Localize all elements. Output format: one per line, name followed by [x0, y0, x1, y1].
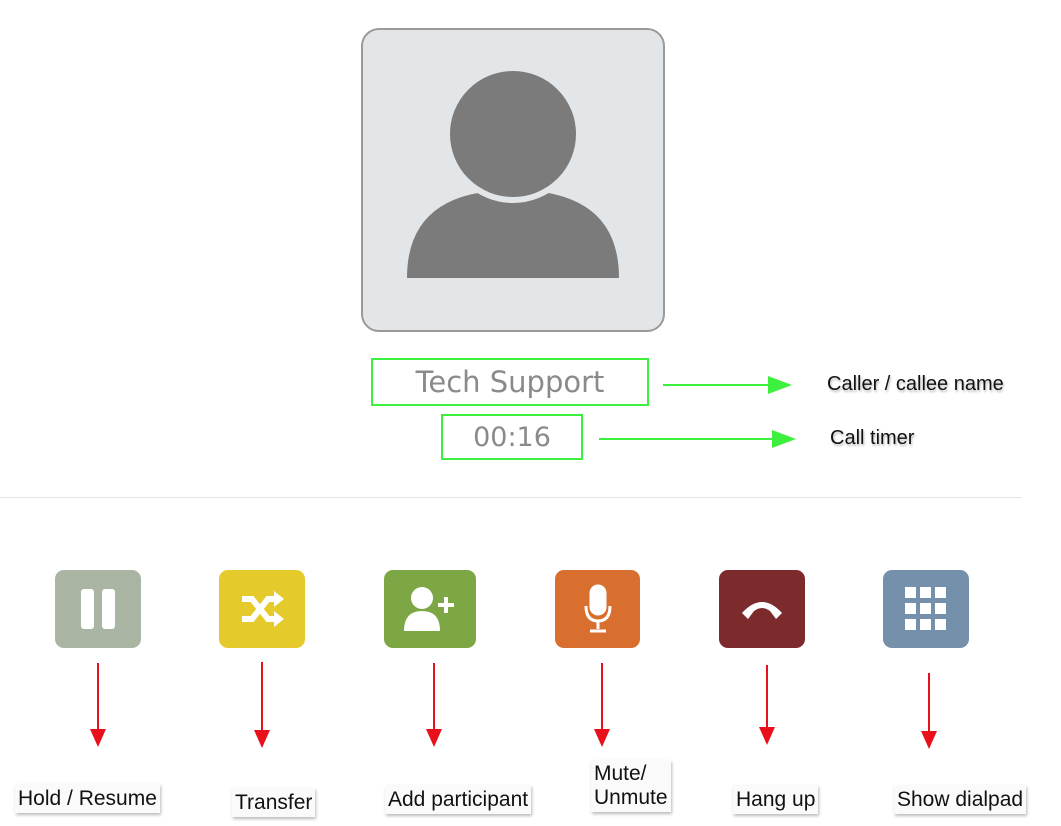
hangup-button[interactable]	[719, 570, 805, 648]
label-dialpad: Show dialpad	[894, 785, 1027, 815]
shuffle-icon	[242, 591, 284, 627]
red-arrow-hangup	[759, 665, 775, 745]
person-icon	[407, 65, 619, 278]
red-arrow-mute	[594, 663, 610, 747]
transfer-button[interactable]	[219, 570, 305, 648]
caller-avatar	[361, 28, 665, 332]
add-participant-button[interactable]	[384, 570, 476, 648]
phone-hangup-icon	[742, 602, 782, 619]
label-mute-line2: Unmute	[594, 786, 668, 810]
annotation-timer: Call timer	[830, 427, 915, 449]
pause-icon	[81, 589, 115, 629]
add-user-icon	[404, 587, 454, 631]
label-mute-line1: Mute/	[594, 762, 647, 785]
label-hold: Hold / Resume	[15, 784, 160, 814]
label-add: Add participant	[385, 785, 532, 815]
red-arrow-dialpad	[921, 673, 937, 749]
caller-name: Tech Support	[371, 358, 649, 406]
label-hangup: Hang up	[733, 785, 819, 815]
green-arrow-timer	[599, 430, 796, 448]
hold-button[interactable]	[55, 570, 141, 648]
dialpad-icon	[905, 587, 946, 630]
red-arrow-add	[426, 663, 442, 747]
microphone-icon	[584, 584, 611, 633]
green-arrow-name	[663, 376, 792, 394]
call-timer: 00:16	[441, 414, 583, 460]
red-arrow-transfer	[254, 662, 270, 748]
annotation-name: Caller / callee name	[827, 373, 1004, 395]
divider	[0, 497, 1022, 498]
label-transfer: Transfer	[232, 788, 316, 818]
dialpad-button[interactable]	[883, 570, 969, 648]
label-mute: Mute/Unmute	[591, 760, 671, 813]
mute-button[interactable]	[555, 570, 640, 648]
red-arrow-hold	[90, 663, 106, 747]
